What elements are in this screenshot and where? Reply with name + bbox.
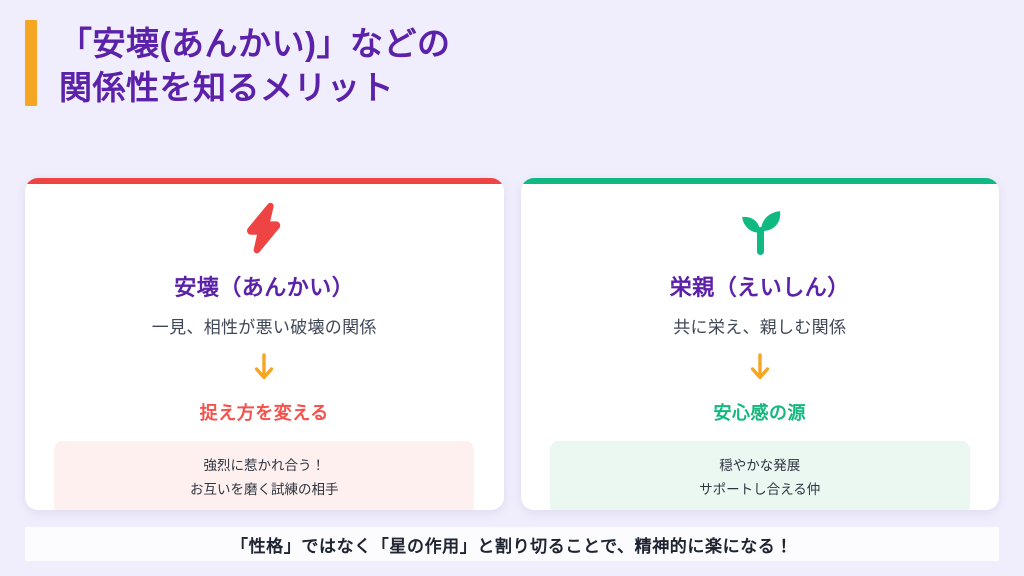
down-arrow-icon — [251, 352, 277, 388]
card-subtitle: 共に栄え、親しむ関係 — [673, 318, 847, 337]
card-note-line: 強烈に惹かれ合う！ — [203, 458, 326, 473]
card-title: 安壊（あんかい） — [174, 275, 355, 300]
page-title: 「安壊(あんかい)」などの 関係性を知るメリット — [59, 25, 451, 106]
footer-banner: 「性格」ではなく「星の作用」と割り切ることで、精神的に楽になる！ — [25, 527, 999, 561]
card-note-line: 穏やかな発展 — [719, 458, 801, 473]
footer-text: 「性格」ではなく「星の作用」と割り切ることで、精神的に楽になる！ — [230, 536, 793, 556]
seedling-icon — [730, 200, 790, 258]
card-eishin[interactable]: 栄親（えいしん） 共に栄え、親しむ関係 安心感の源 穏やかな発展 サポートし合え… — [520, 178, 999, 510]
card-ankai[interactable]: 安壊（あんかい） 一見、相性が悪い破壊の関係 捉え方を変える 強烈に惹かれ合う！… — [25, 178, 504, 510]
title-accent-bar — [25, 20, 37, 106]
card-note: 穏やかな発展 サポートし合える仲 — [549, 441, 970, 510]
card-keyword: 安心感の源 — [713, 403, 806, 423]
cards-container: 安壊（あんかい） 一見、相性が悪い破壊の関係 捉え方を変える 強烈に惹かれ合う！… — [25, 178, 999, 510]
card-keyword: 捉え方を変える — [199, 403, 329, 423]
card-title: 栄親（えいしん） — [669, 275, 850, 300]
down-arrow-icon — [747, 352, 773, 388]
card-note-line: サポートし合える仲 — [699, 481, 821, 497]
page-header: 「安壊(あんかい)」などの 関係性を知るメリット — [25, 20, 450, 110]
card-note-line: お互いを磨く試練の相手 — [190, 481, 339, 497]
card-top-border — [520, 178, 999, 184]
card-top-border — [25, 178, 504, 184]
card-subtitle: 一見、相性が悪い破壊の関係 — [151, 318, 377, 337]
card-note: 強烈に惹かれ合う！ お互いを磨く試練の相手 — [54, 441, 475, 510]
lightning-bolt-icon — [235, 200, 293, 258]
